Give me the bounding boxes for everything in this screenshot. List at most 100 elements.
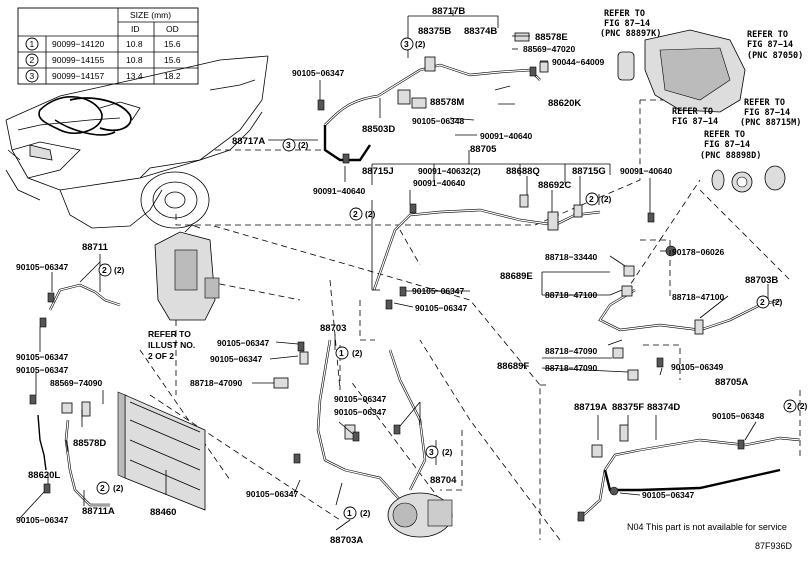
callout-1-88703: 1 <box>339 348 344 358</box>
ref-88898D-line2: FIG 87−14 <box>704 140 750 150</box>
row3-ref: 3 <box>30 71 35 81</box>
reference-notes: REFER TO FIG 87−14 (PNC 88897K) REFER TO… <box>148 9 803 361</box>
label-88705: 88705 <box>470 144 497 155</box>
callout-2-88711A: 2 <box>100 483 105 493</box>
illust-ref-line3: 2 OF 2 <box>148 351 174 361</box>
col-id: ID <box>131 24 140 34</box>
illust-ref-line2: ILLUST NO. <box>148 340 195 350</box>
size-header: SIZE (mm) <box>130 10 171 20</box>
callout-2-88705A: 2 <box>787 401 792 411</box>
dashed-leader-lines <box>139 99 801 541</box>
bolt-icon <box>29 66 745 522</box>
col-od: OD <box>166 24 179 34</box>
svg-text:(2): (2) <box>772 297 783 307</box>
ref-88897K-line1: REFER TO <box>604 9 645 19</box>
label-88718-47100-b: 88718−47100 <box>672 292 725 302</box>
ref-88715M-line3: (PNC 88715M) <box>740 118 801 128</box>
label-88719A: 88719A <box>574 402 607 413</box>
ref-87050-line2: FIG 87−14 <box>747 40 793 50</box>
label-88375B: 88375B <box>418 26 451 37</box>
leader-lines <box>19 10 769 531</box>
label-90091-40640-b: 90091−40640 <box>313 186 366 196</box>
ref-87050-line3: (PNC 87050) <box>747 51 803 61</box>
expansion-seals <box>711 165 786 193</box>
row3-part: 90099−14157 <box>52 71 105 81</box>
label-88703: 88703 <box>320 323 346 334</box>
label-90105-06349: 90105−06349 <box>671 362 724 372</box>
label-88689E: 88689E <box>500 271 533 282</box>
illust-ref-line1: REFER TO <box>148 329 191 339</box>
callout-circles: 3 (2) 3 (2) 2 (2) 2 (2) 2 (2) 1 (2) 2 (2… <box>96 37 808 520</box>
label-90105-06348-b: 90105−06348 <box>712 411 765 421</box>
label-90105-06347-k: 90105−06347 <box>642 490 695 500</box>
callout-2-88715G: 2 <box>589 194 594 204</box>
label-88718-47090-c: 88718−47090 <box>545 363 598 373</box>
callout-2-88715J: 2 <box>353 209 358 219</box>
ac-compressor-illustration <box>387 492 453 538</box>
label-88689F: 88689F <box>497 361 529 372</box>
label-88705A: 88705A <box>715 377 748 388</box>
label-88703A: 88703A <box>330 535 363 546</box>
pipe-88705A <box>577 424 801 521</box>
compressor-illustration <box>154 224 220 321</box>
label-90044-64009: 90044−64009 <box>552 57 605 67</box>
row2-ref: 2 <box>30 55 35 65</box>
label-90105-06347-b: 90105−06347 <box>16 262 69 272</box>
svg-text:(2): (2) <box>365 209 376 219</box>
label-90105-06347-h: 90105−06347 <box>16 365 69 375</box>
label-90105-06347-a: 90105−06347 <box>292 68 345 78</box>
row3-id: 13.4 <box>126 71 143 81</box>
label-88703B: 88703B <box>745 275 778 286</box>
label-90105-06347-f: 90105−06347 <box>217 338 270 348</box>
pipe-88717B <box>323 32 549 162</box>
label-88569-47020: 88569−47020 <box>523 44 576 54</box>
row3-od: 18.2 <box>164 71 181 81</box>
pipe-88711 <box>48 283 121 507</box>
label-88718-47090-a: 88718−47090 <box>190 378 243 388</box>
ref-plain-line1: REFER TO <box>672 107 713 117</box>
88692C-valve <box>547 211 559 231</box>
row1-ref: 1 <box>30 39 35 49</box>
label-88578M: 88578M <box>430 97 464 108</box>
svg-text:(2): (2) <box>360 508 371 518</box>
ref-88715M-line1: REFER TO <box>744 98 785 108</box>
label-90105-06347-m: 90105−06347 <box>246 489 299 499</box>
bracket-boxes <box>339 239 681 491</box>
label-88692C: 88692C <box>538 180 571 191</box>
label-88704: 88704 <box>430 475 457 486</box>
label-88374B: 88374B <box>464 26 497 37</box>
car-engine-illustration <box>5 55 269 229</box>
pipe-88620L <box>37 414 47 471</box>
label-90091-40640-a: 90091−40640 <box>480 131 533 141</box>
label-88569-74090: 88569−74090 <box>50 378 103 388</box>
label-88578E: 88578E <box>535 32 568 43</box>
88578M-clamp <box>397 89 411 105</box>
ref-88898D-line1: REFER TO <box>704 130 745 140</box>
transmission-illustration <box>617 29 746 113</box>
label-88718-47090-b: 88718−47090 <box>545 346 598 356</box>
label-90091-40632: 90091−40632(2) <box>418 166 481 176</box>
label-88718-47100-a: 88718−47100 <box>545 290 598 300</box>
label-88711: 88711 <box>82 242 109 253</box>
88897K-part <box>617 51 635 81</box>
part-labels: 88717B 88375B 88374B 88578E 88569−47020 … <box>16 6 778 546</box>
label-88460: 88460 <box>150 507 176 518</box>
pressure-switch <box>273 265 639 389</box>
label-88717B: 88717B <box>432 6 465 17</box>
label-90105-06347-g: 90105−06347 <box>210 354 263 364</box>
label-88620K: 88620K <box>548 98 581 109</box>
ref-plain-line2: FIG 87−14 <box>672 117 718 127</box>
row2-part: 90099−14155 <box>52 55 105 65</box>
svg-text:(2): (2) <box>442 447 453 457</box>
label-90105-06347-i: 90105−06347 <box>334 394 387 404</box>
label-90105-06347-e: 90105−06347 <box>415 303 468 313</box>
footer: N04 This part is not available for servi… <box>627 522 793 551</box>
label-90091-40640-d: 90091−40640 <box>413 178 466 188</box>
size-table: SIZE (mm) ID OD 1 90099−14120 10.8 15.6 … <box>17 7 199 85</box>
condenser-illustration <box>117 391 206 511</box>
row2-od: 15.6 <box>164 55 181 65</box>
pipe-88703 <box>299 339 427 501</box>
label-90105-06347-l: 90105−06347 <box>16 515 69 525</box>
label-88715G: 88715G <box>572 166 606 177</box>
